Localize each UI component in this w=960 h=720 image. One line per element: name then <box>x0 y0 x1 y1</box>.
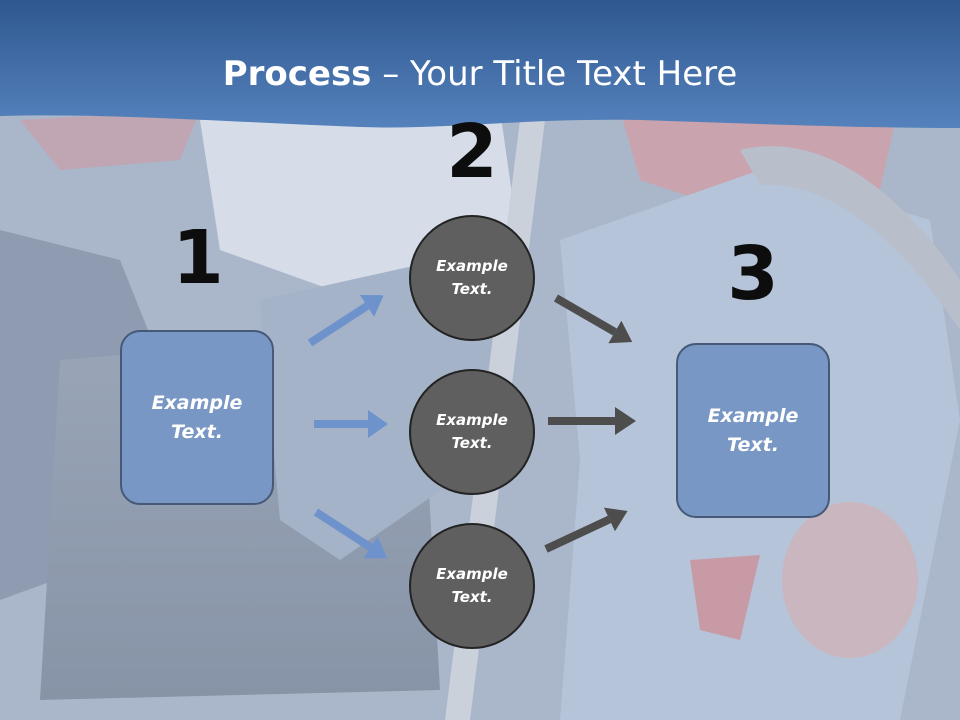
circle-top: Example Text. <box>409 215 535 341</box>
left-box: Example Text. <box>120 330 274 505</box>
left-box-text: Example Text. <box>151 391 243 443</box>
title-rest: – Your Title Text Here <box>371 54 738 94</box>
circle-middle: Example Text. <box>409 369 535 495</box>
step-number-1: 1 <box>172 215 224 301</box>
slide-title: Process – Your Title Text Here <box>0 50 960 98</box>
circle-bottom: Example Text. <box>409 523 535 649</box>
right-box: Example Text. <box>676 343 830 518</box>
title-bold: Process <box>222 54 372 94</box>
circle-bottom-text: Example Text. <box>436 565 508 606</box>
circle-top-text: Example Text. <box>436 257 508 298</box>
circle-middle-text: Example Text. <box>436 411 508 452</box>
step-number-2: 2 <box>446 109 498 195</box>
step-number-3: 3 <box>727 231 779 317</box>
right-box-text: Example Text. <box>707 404 799 456</box>
